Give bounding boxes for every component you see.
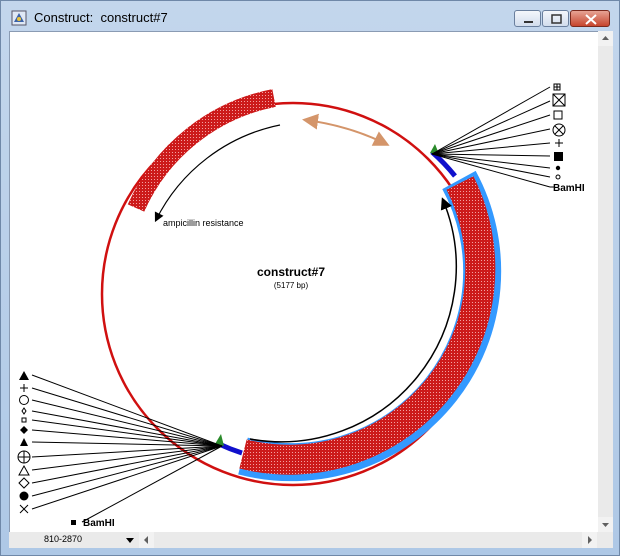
chevron-right-icon bbox=[588, 536, 592, 544]
bottom-marker-icons bbox=[17, 371, 31, 514]
minimize-button[interactable] bbox=[514, 10, 541, 27]
small-square-icon bbox=[21, 417, 27, 423]
top-site-label[interactable]: BamHI bbox=[553, 183, 585, 194]
small-diamond-icon bbox=[21, 407, 27, 415]
diamond-icon bbox=[18, 477, 30, 489]
construct-name: construct#7 bbox=[257, 265, 325, 279]
bottom-bamhi-marker-icon bbox=[71, 520, 76, 525]
filled-circle-icon bbox=[19, 491, 29, 501]
square-icon bbox=[553, 110, 563, 120]
construct-length: (5177 bp) bbox=[274, 281, 309, 290]
maximize-icon bbox=[551, 14, 562, 24]
circle-x-icon bbox=[552, 123, 566, 137]
top-marker-icons bbox=[552, 83, 566, 180]
circle-plus-icon bbox=[17, 450, 31, 464]
range-dropdown-icon[interactable] bbox=[125, 536, 135, 544]
window-title: Construct: construct#7 bbox=[34, 10, 168, 25]
dot-icon bbox=[555, 165, 561, 171]
box-x-icon bbox=[552, 93, 566, 107]
circle-icon bbox=[19, 395, 29, 405]
filled-square-icon bbox=[554, 152, 563, 161]
minimize-icon bbox=[524, 21, 533, 23]
plus-icon bbox=[555, 139, 563, 147]
plus-icon bbox=[20, 384, 28, 392]
ampicillin-arrow bbox=[154, 124, 281, 223]
scroll-down-button[interactable] bbox=[598, 517, 613, 532]
insert-feature[interactable] bbox=[239, 176, 496, 475]
triangle-icon bbox=[18, 464, 30, 476]
plasmid-map-canvas[interactable]: ampicillin resistance construct#7 (5177 … bbox=[9, 31, 599, 534]
chevron-left-icon bbox=[144, 536, 148, 544]
resize-grip[interactable] bbox=[598, 532, 613, 548]
scroll-up-button[interactable] bbox=[598, 31, 613, 46]
feature-label[interactable]: ampicillin resistance bbox=[163, 218, 244, 228]
maximize-button[interactable] bbox=[542, 10, 569, 27]
range-display: 810-2870 bbox=[44, 534, 83, 544]
vertical-scrollbar[interactable] bbox=[598, 31, 613, 532]
top-site-cluster[interactable] bbox=[430, 86, 551, 188]
grid-square-icon bbox=[553, 83, 561, 91]
bottom-site-label[interactable]: BamHI bbox=[83, 518, 115, 529]
chevron-up-icon bbox=[602, 36, 609, 40]
title-bar[interactable]: Construct: construct#7 bbox=[1, 1, 619, 31]
filled-triangle-icon bbox=[19, 371, 29, 380]
filled-diamond-icon bbox=[20, 426, 28, 434]
status-bar: 810-2870 bbox=[9, 532, 613, 548]
scroll-left-button[interactable] bbox=[139, 532, 154, 548]
insert-orientation-arrow bbox=[249, 197, 457, 443]
ampicillin-feature[interactable] bbox=[127, 89, 276, 212]
bottom-site-cluster[interactable] bbox=[31, 374, 224, 523]
small-circle-icon bbox=[555, 174, 561, 180]
insert-band[interactable] bbox=[238, 170, 502, 482]
scroll-right-button[interactable] bbox=[582, 532, 597, 548]
rotate-arrow[interactable] bbox=[302, 113, 390, 146]
cross-icon bbox=[19, 504, 29, 514]
filled-triangle-icon bbox=[20, 438, 28, 446]
chevron-down-icon bbox=[602, 523, 609, 527]
close-button[interactable] bbox=[570, 10, 610, 27]
close-icon bbox=[585, 14, 597, 25]
plasmid-map[interactable]: ampicillin resistance construct#7 (5177 … bbox=[10, 32, 598, 533]
construct-app-icon bbox=[11, 10, 27, 26]
